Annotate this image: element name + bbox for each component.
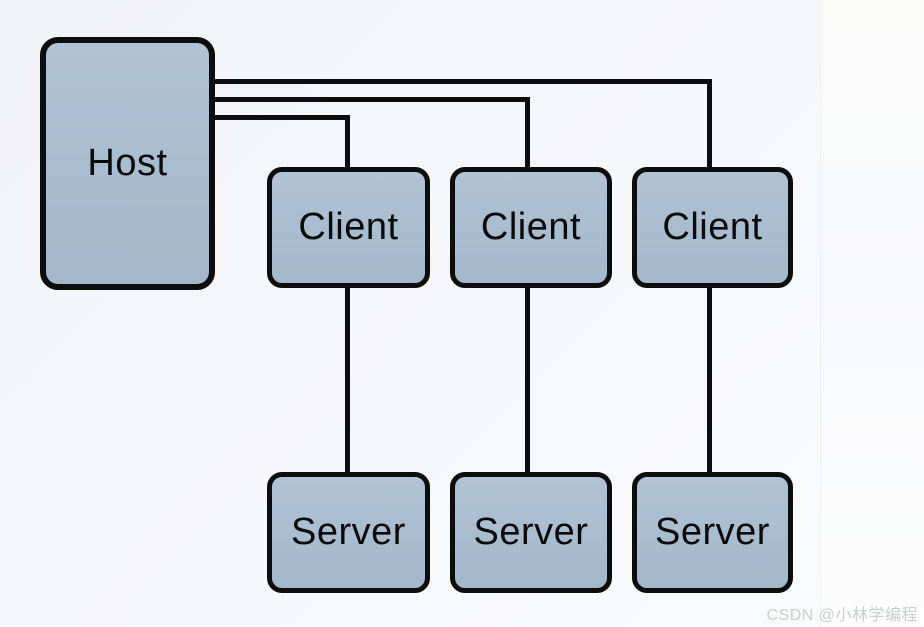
client-node-1: Client — [267, 167, 430, 288]
server-label-3: Server — [655, 511, 770, 553]
client-label-1: Client — [298, 206, 399, 248]
edge-client3-server3 — [707, 285, 712, 475]
background-right-band — [820, 0, 924, 627]
server-node-1: Server — [267, 472, 430, 593]
edge-host-client2-vertical — [525, 97, 530, 171]
server-label-1: Server — [291, 511, 406, 553]
edge-client1-server1 — [345, 285, 350, 475]
edge-host-client3-horizontal — [210, 79, 712, 84]
edge-host-client2-horizontal — [210, 97, 530, 102]
server-node-3: Server — [632, 472, 793, 593]
csdn-watermark: CSDN @小林学编程 — [766, 607, 918, 624]
host-node: Host — [40, 37, 215, 290]
edge-host-client1-vertical — [345, 115, 350, 171]
edge-client2-server2 — [525, 285, 530, 475]
edge-host-client3-vertical — [707, 79, 712, 171]
client-label-3: Client — [662, 206, 763, 248]
edge-host-client1-horizontal — [210, 115, 350, 120]
server-node-2: Server — [450, 472, 612, 593]
server-label-2: Server — [473, 511, 589, 553]
client-node-3: Client — [632, 167, 793, 288]
client-label-2: Client — [480, 206, 582, 248]
host-label: Host — [87, 142, 168, 184]
client-node-2: Client — [450, 167, 612, 288]
